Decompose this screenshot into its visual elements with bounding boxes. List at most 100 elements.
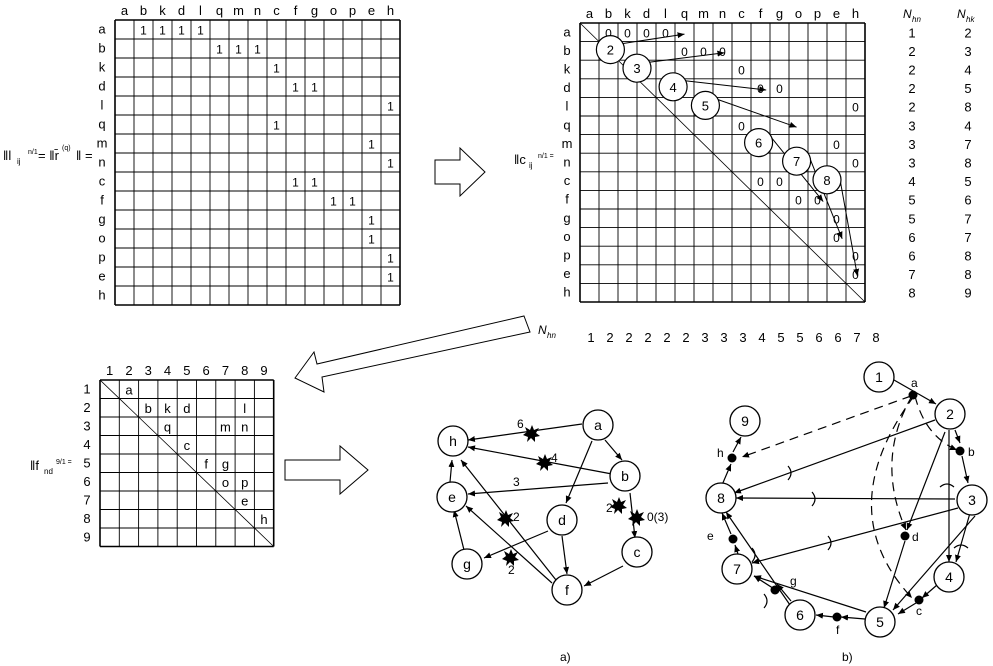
matrix-cell-value: 0 [662,26,669,40]
matrix-cell-value: 1 [387,100,394,114]
column-label: l [664,6,667,21]
nhn-value: 7 [853,330,860,345]
nhk-value: 3 [964,44,971,59]
nhn-value: 6 [908,230,915,245]
burst-icon [497,510,514,527]
edge-a-d-dashed [891,395,913,531]
edge-a-d [565,440,593,504]
nhn-value: 2 [682,330,689,345]
nhn-value: 6 [834,330,841,345]
row-label: g [98,212,105,227]
level-circle-label: 2 [607,43,614,58]
nhk-value: 2 [964,25,971,40]
row-label: m [562,136,573,151]
row-label: a [563,24,571,39]
graph-node-label: 5 [876,614,884,630]
row-label: e [563,266,570,281]
arc-mark [827,535,832,551]
row-label: 9 [83,529,90,544]
column-label: o [330,3,337,18]
matrix-cell-value: 0 [624,26,631,40]
matrix-cell-value: e [241,493,248,508]
formula-f-lhs: ‖f [30,458,39,473]
point-label: c [916,604,922,618]
column-label: b [605,6,612,21]
point-label: g [790,574,797,588]
nhn-bottom-sub: hn [547,331,556,340]
nhn-value: 7 [908,267,915,282]
edge-label: 2 [606,501,613,515]
row-label: 6 [83,474,90,489]
column-label: k [159,3,166,18]
graph-node-label: 1 [875,369,883,385]
row-label: e [98,269,105,284]
matrix-cell-value: l [243,401,246,416]
hollow-arrow-left-diagonal [294,315,531,393]
matrix-cell-value: 0 [700,45,707,59]
matrix-cell-value: m [220,419,231,434]
point-label: f [836,623,840,637]
nhk-value: 6 [964,193,971,208]
matrix-cell-value: 0 [852,250,859,264]
column-label: l [199,3,202,18]
formula-c-lhs: ‖c [514,152,526,167]
formula-c-sub: ij [529,161,533,170]
edge-3-7 [751,507,959,565]
column-label: 7 [222,363,229,378]
column-label: a [586,6,594,21]
edge-d-g [483,530,549,559]
graph-node [933,561,965,593]
edge-d-5 [883,540,906,609]
edge-e-h [448,459,455,483]
matrix-cell-value: 1 [140,24,147,38]
row-label: p [98,250,105,265]
edge-a-b-dashed [914,395,958,451]
row-label: f [565,192,569,207]
row-label: l [101,98,104,113]
nhn-value: 8 [872,330,879,345]
graph-node [934,398,966,430]
edge-label: 2 [508,563,515,577]
point-h [727,453,737,463]
column-label: n [254,3,261,18]
matrix-cell-value: 1 [254,43,261,57]
matrix-cell-value: 0 [833,212,840,226]
matrix-cell-value: 1 [387,157,394,171]
nhk-value: 8 [964,156,971,171]
matrix-cell-value: b [145,401,152,416]
graph-a-caption: a) [560,650,571,664]
graph-node-label: 3 [968,492,976,508]
level-circle-label: 6 [755,136,762,151]
edge-3-8 [735,495,956,502]
row-label: 3 [83,418,90,433]
matrix-cell-value: 1 [368,214,375,228]
matrix-cell-value: 1 [197,24,204,38]
edge-a-h [467,423,583,442]
level-circle [743,128,774,158]
diagonal-line [579,22,866,303]
nhn-value: 2 [663,330,670,345]
matrix-cell-value: 0 [852,268,859,282]
nhn-bottom-N: N [538,323,547,337]
nhk-value: 7 [964,137,971,152]
edge-label: 4 [551,451,558,465]
pointer-arrow [622,32,685,45]
edge-a-b [604,439,623,461]
row-label: q [563,117,570,132]
edge-2-d [906,431,946,531]
edge-b-e [467,482,609,497]
row-label: q [98,117,105,132]
nhk-value: 9 [964,286,971,301]
column-label: e [368,3,375,18]
level-circle-label: 4 [669,80,676,95]
graph-node [621,536,653,568]
row-label: c [564,173,571,188]
matrix-cell-value: 0 [738,119,745,133]
matrix-l-formula: ‖l ij n/1 = ‖r̄ (q) ‖ = [3,145,93,166]
nhk-value: 4 [964,118,971,133]
graph-b-edges [721,379,976,621]
column-label: e [833,6,840,21]
matrix-cell-value: 0 [833,138,840,152]
